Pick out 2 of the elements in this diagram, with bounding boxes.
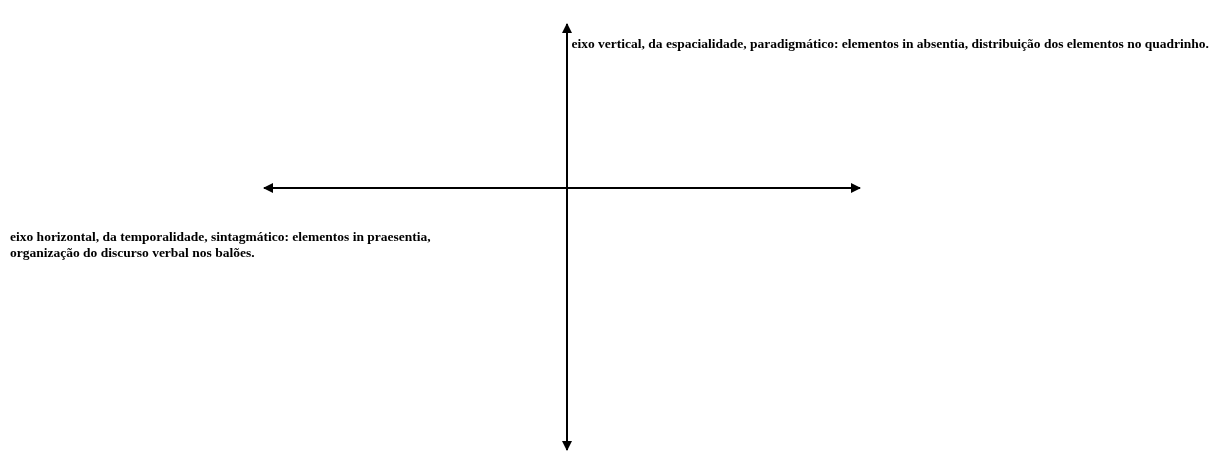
axis-caption: eixo horizontal, da temporalidade, sintagmático: elementos in praesentia, organização do discurso verbal nos balões. [10, 229, 432, 261]
axis-caption: eixo vertical, da espacialidade, paradigmático: elementos in absentia, distribuição dos elementos no quadrinho. [570, 36, 1209, 52]
